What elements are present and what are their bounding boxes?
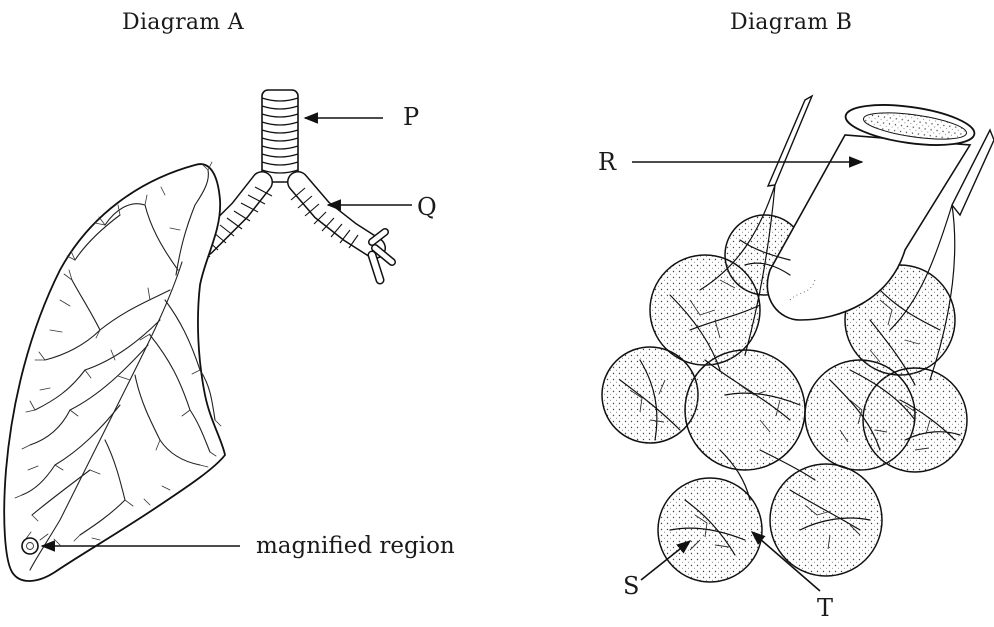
trachea	[262, 90, 298, 182]
label-s: S	[623, 572, 639, 600]
bronchiole-tube	[767, 98, 977, 320]
label-p: P	[403, 103, 419, 131]
right-bronchus	[291, 182, 392, 280]
lung-outline	[4, 164, 225, 581]
diagram-a	[4, 90, 392, 581]
diagram-b	[602, 96, 994, 582]
label-r: R	[598, 148, 616, 176]
vessel-left	[768, 96, 812, 186]
label-magnified-region: magnified region	[256, 533, 455, 559]
label-t: T	[817, 594, 833, 622]
magnified-region-marker	[22, 538, 38, 554]
label-q: Q	[417, 193, 437, 221]
